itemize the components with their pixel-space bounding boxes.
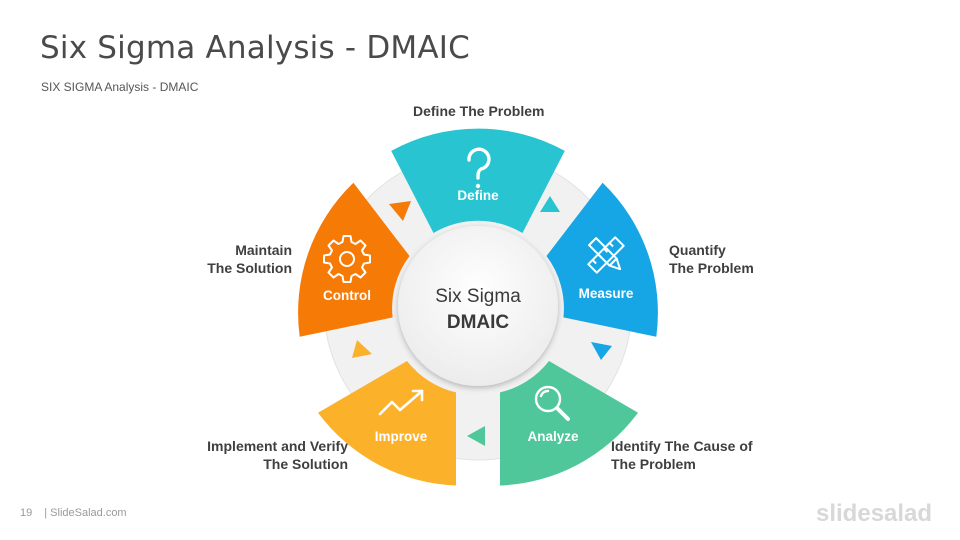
define-label: Define: [457, 188, 499, 203]
magnifier-icon: [534, 385, 570, 421]
improve-label: Improve: [375, 429, 428, 444]
measure-segment[interactable]: [546, 182, 658, 337]
arrow-measure-to-analyze: [591, 342, 612, 360]
gear-icon: [323, 235, 371, 283]
center-circle: [398, 226, 558, 386]
arrow-define-to-measure: [540, 196, 560, 212]
ruler-pencil-icon: [587, 236, 625, 274]
page-subtitle: SIX SIGMA Analysis - DMAIC: [41, 80, 199, 94]
define-segment[interactable]: [391, 128, 565, 233]
trend-arrow-icon: [378, 389, 424, 416]
define-caption: Define The Problem: [413, 103, 545, 119]
measure-label: Measure: [579, 286, 634, 301]
brand-logo: slidesalad: [816, 500, 933, 527]
control-caption: Maintain The Solution: [207, 242, 292, 276]
page-number: 19: [20, 507, 33, 519]
center-line2: DMAIC: [447, 312, 510, 333]
control-label: Control: [323, 288, 371, 303]
arrow-control-to-define: [389, 201, 411, 221]
footer-site: | SlideSalad.com: [44, 507, 127, 519]
arrow-improve-to-control: [352, 340, 372, 358]
analyze-caption: Identify The Cause of The Problem: [611, 438, 753, 472]
page-title: Six Sigma Analysis - DMAIC: [40, 30, 470, 66]
measure-caption: Quantify The Problem: [669, 242, 754, 276]
center-line1: Six Sigma: [435, 286, 521, 307]
footer: 19 | SlideSalad.com: [20, 507, 127, 519]
arrow-analyze-to-improve: [467, 426, 485, 446]
improve-caption: Implement and Verify The Solution: [207, 438, 348, 472]
question-mark-icon: [467, 147, 491, 189]
analyze-label: Analyze: [527, 429, 579, 444]
analyze-segment[interactable]: [500, 361, 638, 486]
